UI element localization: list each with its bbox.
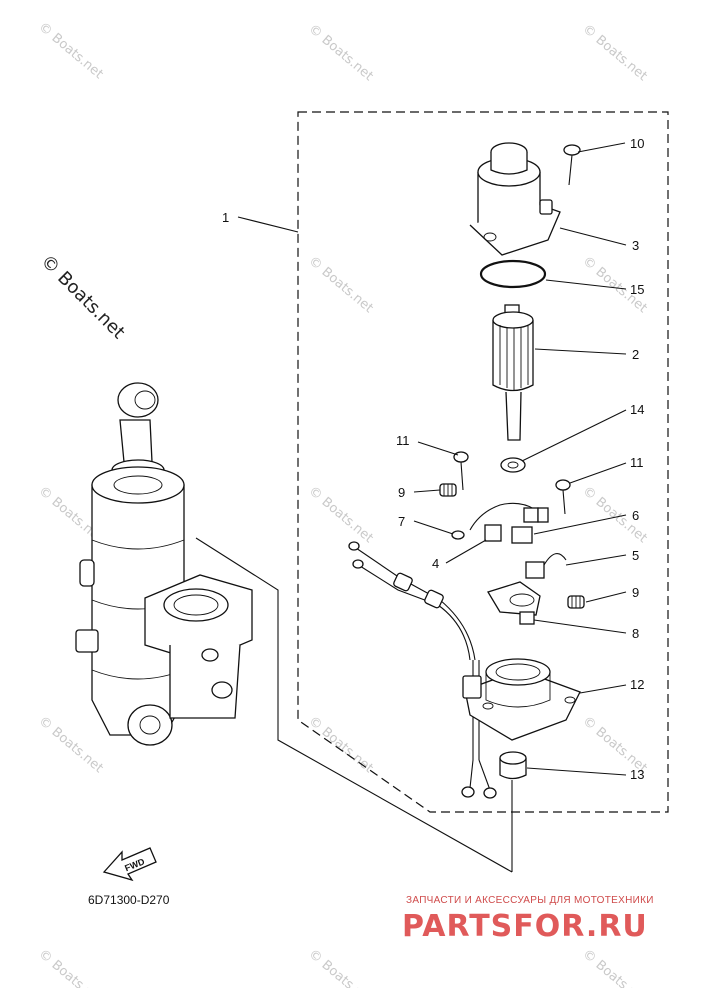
callout-1: 1: [222, 210, 229, 225]
armature-2: [492, 304, 534, 441]
watermark: © Boats.net: [305, 947, 375, 988]
callout-7: 7: [398, 514, 405, 529]
brush-assembly-4: [469, 502, 549, 542]
washer-7: [451, 530, 465, 540]
watermark: © Boats.net: [579, 947, 649, 988]
watermark: © Boats.net: [35, 20, 105, 82]
screw-11-right: [555, 479, 571, 515]
callout-13: 13: [630, 767, 644, 782]
leader-lines: [237, 142, 627, 776]
callout-5: 5: [632, 548, 639, 563]
watermark: © Boats.net: [305, 254, 375, 316]
watermark-large: © Boats.net: [36, 251, 128, 343]
shop-logo: ЗАПЧАСТИ И АКСЕССУАРЫ ДЛЯ МОТОТЕХНИКИ PA…: [402, 895, 654, 944]
callout-11-right: 11: [630, 455, 644, 470]
shop-tagline: ЗАПЧАСТИ И АКСЕССУАРЫ ДЛЯ МОТОТЕХНИКИ: [406, 895, 654, 906]
watermark: © Boats.net: [35, 947, 105, 988]
brush-holder-8: [487, 581, 541, 625]
spring-9-lower: [567, 595, 585, 609]
callout-8: 8: [632, 626, 639, 641]
watermark: © Boats.net: [305, 22, 375, 84]
assembly-boundary: [297, 111, 669, 813]
watermark: © Boats.net: [305, 484, 375, 546]
grommet-13: [499, 751, 527, 780]
fwd-arrow-icon: FWD: [102, 847, 157, 882]
brush-6: [511, 526, 533, 544]
leader-link: [195, 537, 513, 873]
callout-labels: 1 2 3 4 5 6 7 8 9 9 10 11 11 12 13 14 15: [222, 136, 644, 782]
shop-logo-text: PARTSFOR.RU: [402, 909, 648, 944]
screw-11-left: [453, 451, 469, 491]
power-trim-cylinder: [75, 382, 253, 746]
watermark: © Boats.net: [579, 484, 649, 546]
callout-2: 2: [632, 347, 639, 362]
trim-motor: [469, 142, 561, 256]
watermark: © Boats.net: [579, 22, 649, 84]
motor-base-12: [462, 658, 581, 741]
callout-10: 10: [630, 136, 644, 151]
callout-14: 14: [630, 402, 644, 417]
callout-4: 4: [432, 556, 439, 571]
o-ring-15: [479, 259, 547, 289]
washer-14: [500, 457, 526, 473]
callout-11-left: 11: [396, 433, 410, 448]
callout-9-lower: 9: [632, 585, 639, 600]
callout-3: 3: [632, 238, 639, 253]
screw-10: [563, 144, 581, 186]
callout-12: 12: [630, 677, 644, 692]
watermark: © Boats.net: [35, 714, 105, 776]
callout-15: 15: [630, 282, 644, 297]
callout-9-upper: 9: [398, 485, 405, 500]
brush-5: [525, 553, 567, 579]
callout-6: 6: [632, 508, 639, 523]
spring-9-upper: [439, 483, 457, 497]
part-code: 6D71300-D270: [88, 893, 170, 907]
